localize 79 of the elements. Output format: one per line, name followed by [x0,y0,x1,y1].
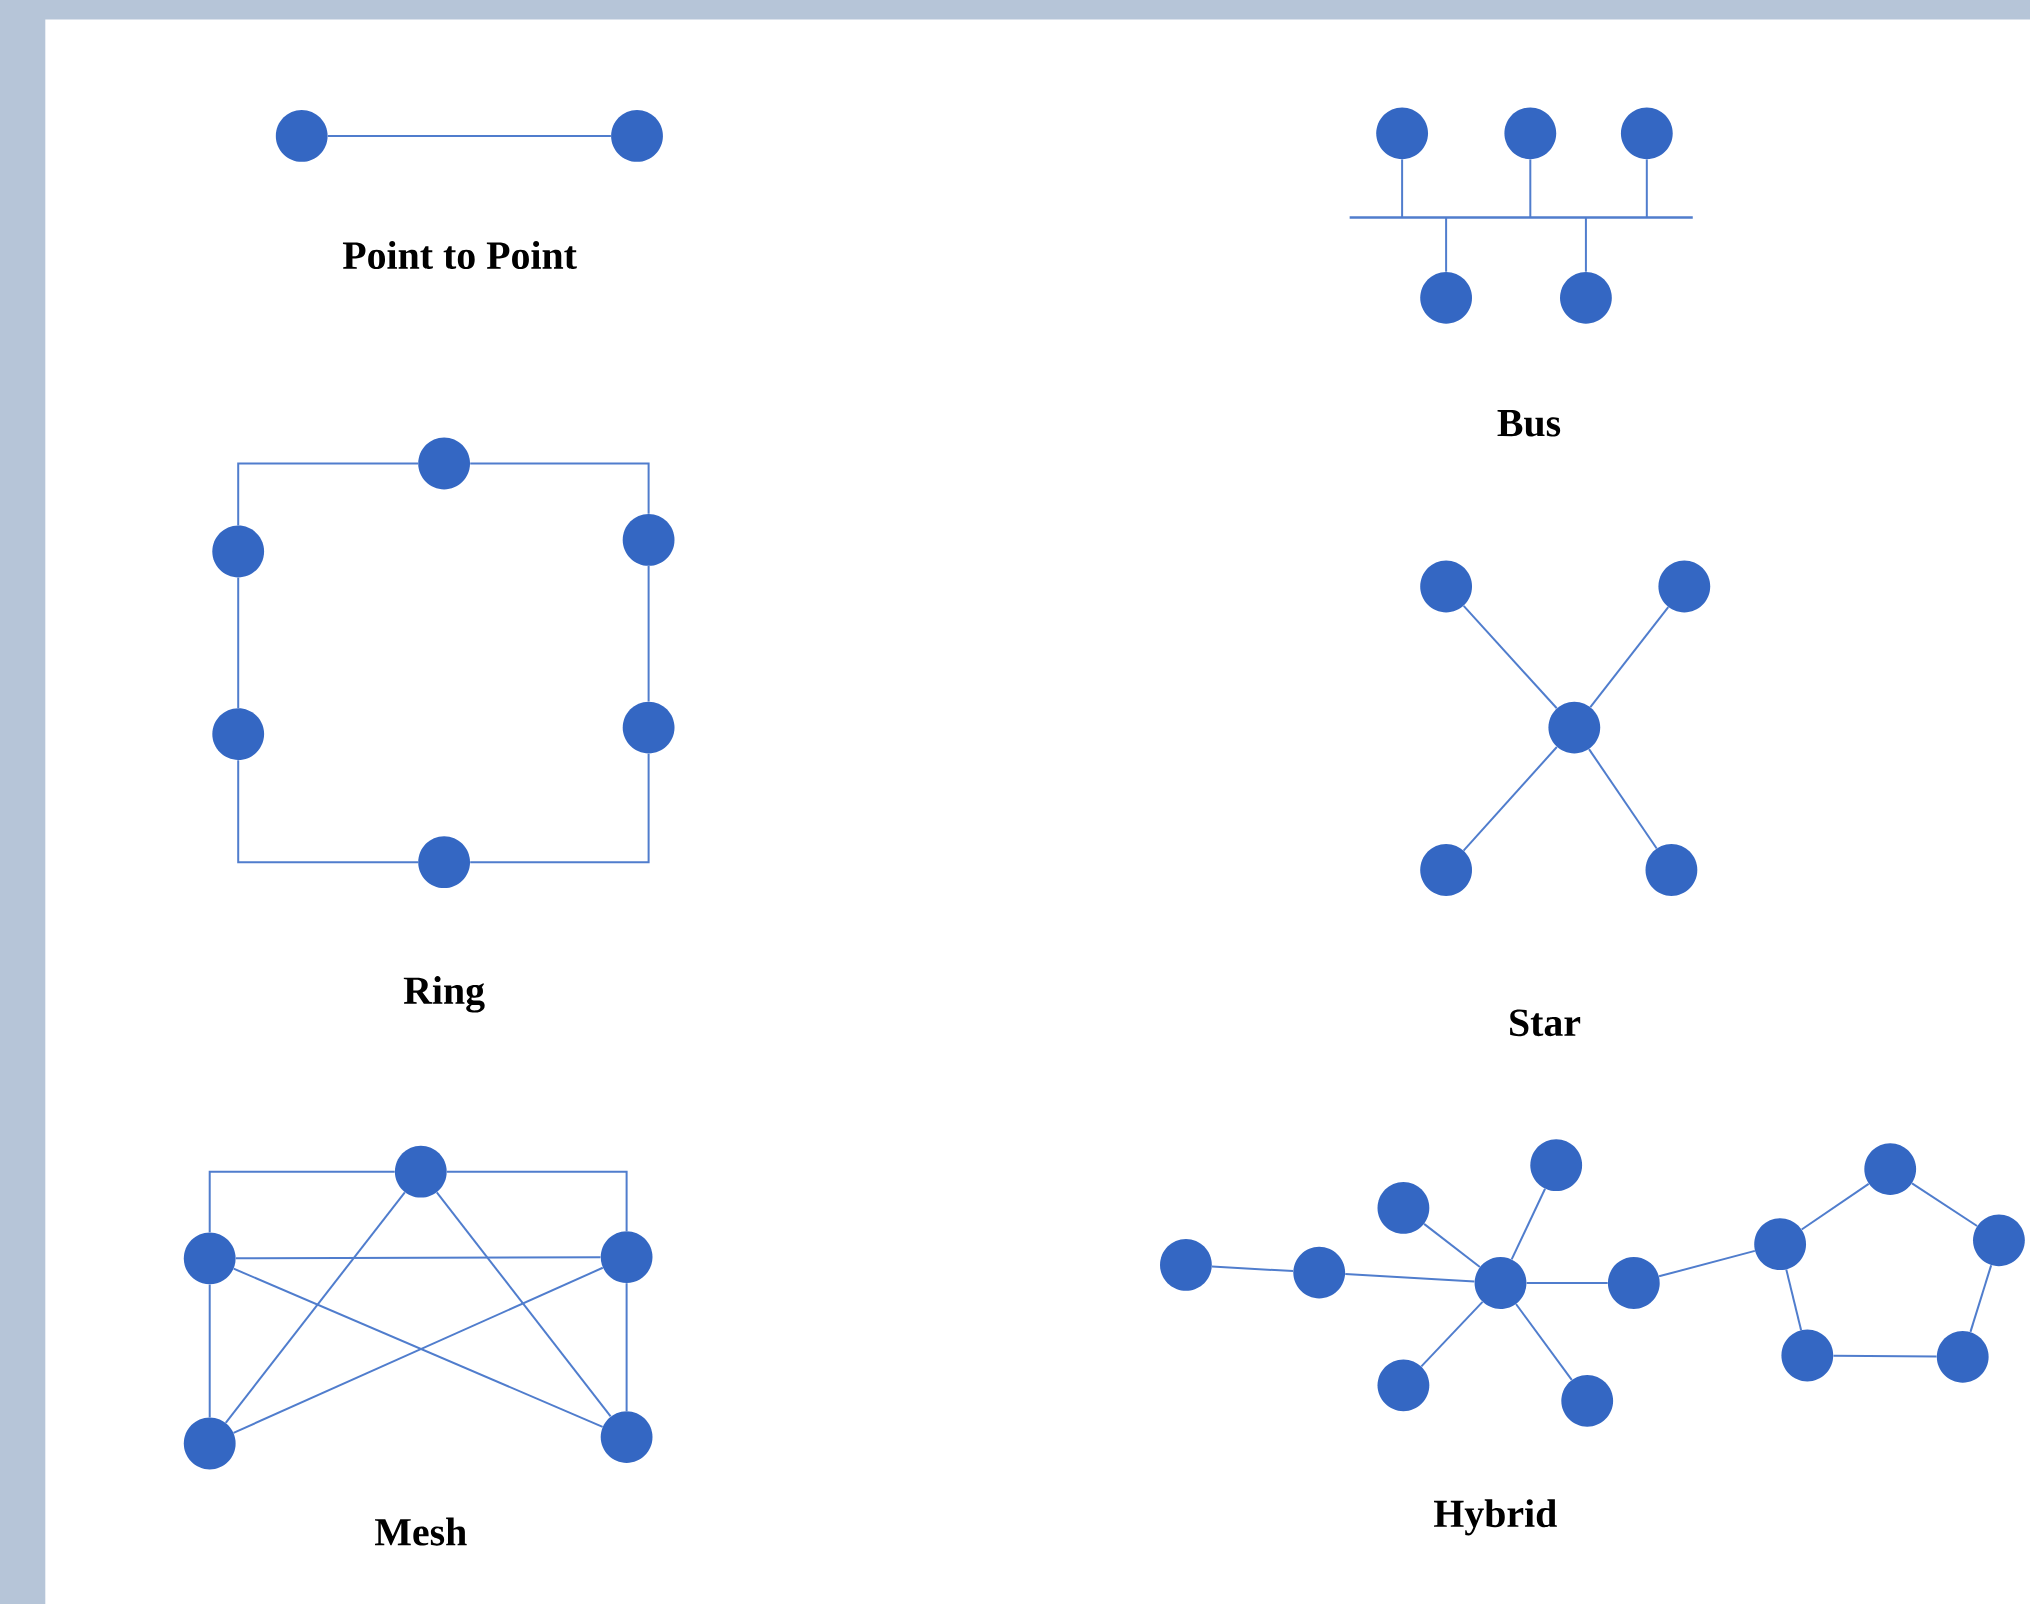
link-line [1584,216,1587,273]
link-line [1445,216,1448,273]
link-line [469,752,650,864]
link-line [1515,1303,1573,1381]
link-line [1832,1354,1938,1358]
link-line [1510,1187,1547,1261]
link-line [208,1170,396,1234]
network-node [1420,844,1472,896]
link-line [1645,158,1648,219]
network-node [1376,107,1428,160]
network-node [1293,1246,1346,1299]
link-line [237,462,419,527]
network-node [622,701,675,754]
network-node [1504,107,1557,160]
link-line [1423,1222,1481,1269]
network-node [183,1417,236,1470]
topology-label: Mesh [375,1517,467,1546]
network-node [1420,271,1472,324]
network-node [1548,701,1601,754]
network-node [1530,1139,1583,1192]
link-line [435,1191,612,1418]
link-line [1210,1265,1295,1273]
network-node [1781,1329,1834,1382]
network-node [1936,1330,1989,1383]
network-node [1645,844,1698,896]
link-line [1658,1249,1756,1278]
network-node [1607,1257,1660,1309]
link-line [326,134,612,137]
network-node [212,708,265,760]
link-line [625,1282,628,1412]
link-line [469,462,650,515]
network-node [394,1145,447,1198]
link-line [1529,158,1532,219]
link-line [1525,1282,1609,1284]
network-node [1754,1218,1806,1271]
network-node [600,1231,653,1283]
link-line [1462,604,1558,710]
network-node [1620,107,1673,160]
link-line [1911,1182,1979,1227]
network-node [1658,560,1711,613]
link-line [1420,1300,1484,1368]
link-line [445,1170,628,1232]
network-node [1560,271,1612,324]
network-node [212,525,265,578]
network-node [1973,1214,2025,1267]
network-node [1474,1257,1527,1309]
link-line [647,565,650,703]
network-node [1420,560,1472,613]
link-line [1344,1273,1476,1283]
network-node [1561,1374,1614,1427]
network-node [1160,1239,1212,1291]
topology-label: Bus [1497,410,1561,437]
link-line [237,576,240,709]
network-node [275,110,328,162]
link-line [1800,1182,1870,1231]
network-node [1864,1143,1917,1195]
network-node [611,110,663,162]
network-node [600,1411,653,1463]
network-node [418,437,470,490]
network-node [1377,1182,1430,1234]
network-node [622,514,675,566]
bus-line [1349,216,1693,219]
link-line [208,1283,211,1419]
link-line [1785,1268,1803,1332]
network-node [183,1232,236,1285]
link-line [237,759,419,864]
link-line [1588,748,1658,850]
link-line [1401,158,1404,219]
topology-label: Star [1510,1009,1581,1037]
link-line [1462,746,1558,852]
network-node [1377,1359,1430,1412]
link-line [1969,1264,1993,1333]
topology-label: Hybrid [1434,1499,1557,1536]
link-line [224,1191,406,1424]
network-node [418,836,470,889]
link-line [1589,606,1670,708]
link-line [234,1256,602,1260]
topology-label: Point to Point [342,241,577,269]
topology-label: Ring [403,976,485,1013]
